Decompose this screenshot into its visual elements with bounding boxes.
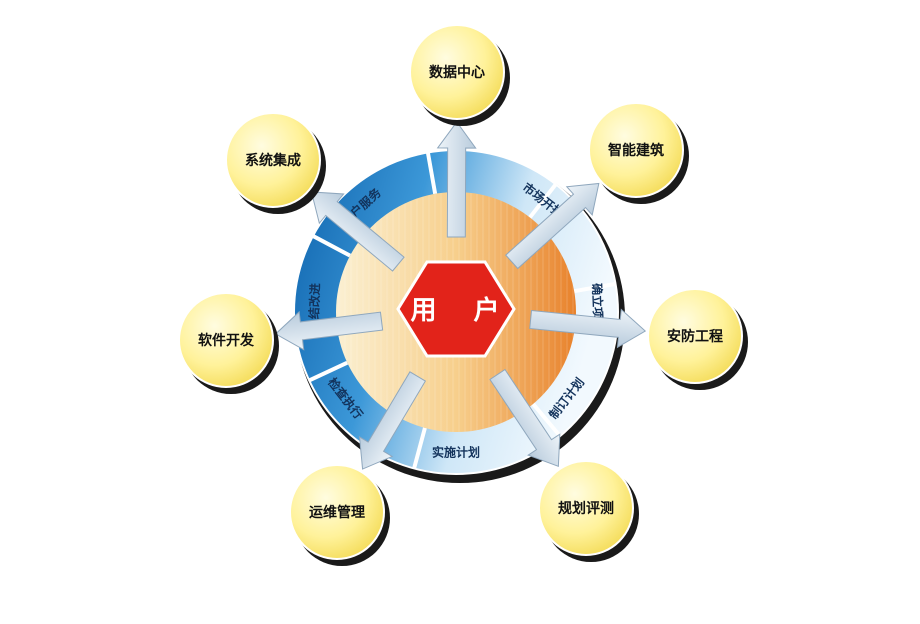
center-label: 用 户 [410,295,513,326]
satellite-node-3[interactable]: 规划评测 [538,460,639,562]
connector-arrow-2 [529,308,647,349]
satellite-node-5[interactable]: 软件开发 [178,292,279,394]
satellite-label: 软件开发 [198,332,255,349]
ring-segment-label-3: 实施计划 [432,445,480,460]
connector-arrow-5 [274,310,384,351]
connector-arrow-4 [358,371,427,470]
satellite-node-6[interactable]: 系统集成 [225,112,326,214]
satellite-circle[interactable] [225,112,321,208]
connector-arrow-1 [505,182,600,270]
satellite-circle[interactable] [178,292,274,388]
satellite-label: 运维管理 [309,504,365,521]
ring-separator-0 [312,234,351,258]
ring-separator-6 [308,360,349,383]
connector-arrow-0 [436,121,477,238]
satellite-circle[interactable] [409,24,505,120]
ring-separator-4 [531,402,562,438]
ring-separator-3 [573,281,616,294]
ring-separator-5 [412,427,427,469]
ring-segment-label-5: 总结改进 [306,283,323,332]
satellite-circle[interactable] [289,464,385,560]
connector-arrows [274,121,647,470]
satellite-label: 智能建筑 [607,142,664,159]
satellite-node-0[interactable]: 数据中心 [409,24,510,126]
ring-separator-2 [528,183,558,219]
ring-separator-1 [425,152,438,195]
satellite-label: 安防工程 [667,328,723,345]
satellite-circle[interactable] [538,460,634,556]
connector-arrow-6 [310,191,405,272]
satellite-label: 规划评测 [558,500,614,517]
ring-separators [308,152,616,469]
satellite-node-2[interactable]: 安防工程 [647,288,748,390]
satellite-node-4[interactable]: 运维管理 [289,464,390,566]
satellite-circle[interactable] [588,102,684,198]
satellite-label: 系统集成 [245,152,301,169]
connector-arrow-3 [489,368,561,468]
center-hexagon[interactable] [396,260,516,358]
satellite-label: 数据中心 [429,64,485,81]
satellite-node-1[interactable]: 智能建筑 [588,102,689,204]
satellite-circle[interactable] [647,288,743,384]
